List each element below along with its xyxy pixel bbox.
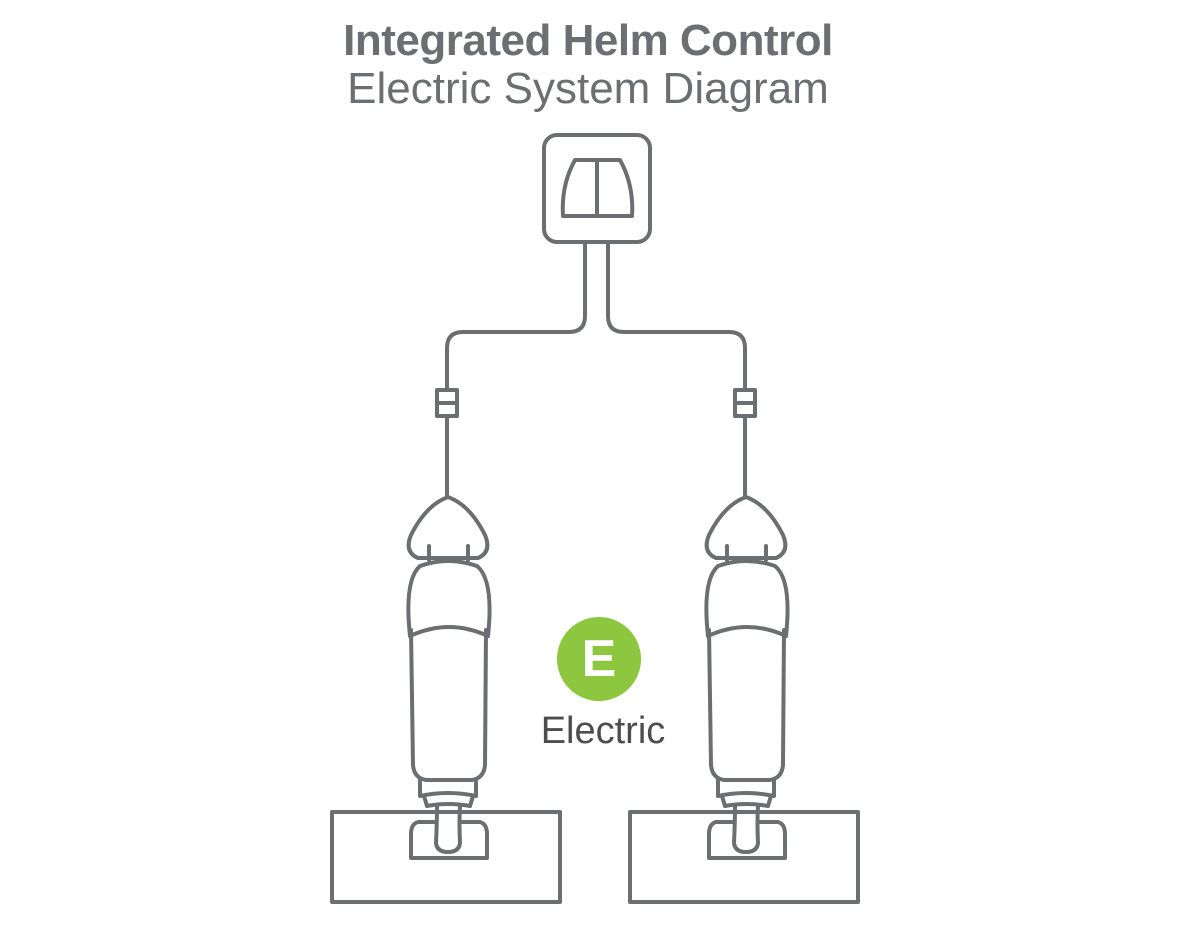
- actuator-left: [406, 495, 492, 860]
- legend-label: Electric: [540, 710, 666, 752]
- diagram-title: Integrated Helm Control: [343, 16, 833, 65]
- wiring-harness: [435, 240, 757, 497]
- trim-tab-left: [330, 810, 562, 904]
- connector-left: [435, 388, 459, 418]
- helm-control-switch: [542, 133, 652, 244]
- connector-right: [733, 388, 757, 418]
- trim-tab-right: [628, 810, 860, 904]
- actuator-right: [704, 495, 790, 860]
- diagram-subtitle: Electric System Diagram: [347, 64, 829, 113]
- electric-badge-icon: E: [557, 617, 641, 701]
